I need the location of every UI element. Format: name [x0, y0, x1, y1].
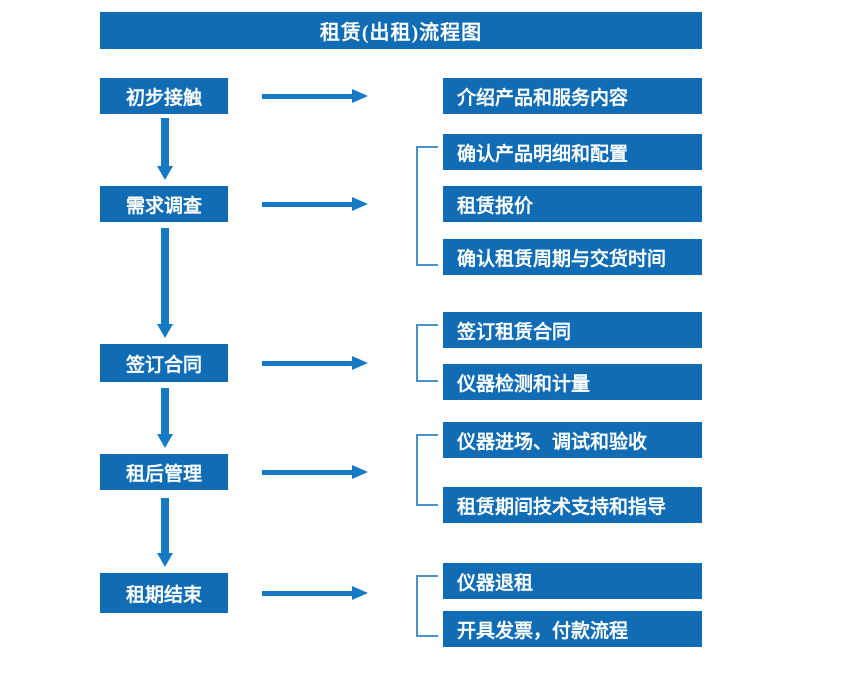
- detail-box-1-1[interactable]: 介绍产品和服务内容: [443, 78, 702, 114]
- down-arrow-icon-3: [157, 388, 173, 448]
- detail-box-5-1[interactable]: 仪器退租: [443, 563, 702, 599]
- stage-box-lease-end[interactable]: 租期结束: [100, 573, 228, 613]
- arrow-shaft: [262, 361, 354, 366]
- detail-box-4-2[interactable]: 租赁期间技术支持和指导: [443, 487, 702, 523]
- arrow-shaft: [161, 118, 169, 166]
- stage-box-sign-contract[interactable]: 签订合同: [100, 344, 228, 382]
- down-arrow-icon-1: [157, 118, 173, 180]
- arrow-head: [157, 434, 173, 448]
- arrow-head: [352, 89, 368, 103]
- group-bracket-4: [416, 434, 438, 506]
- right-arrow-icon-3: [262, 356, 368, 370]
- group-bracket-3: [416, 324, 438, 382]
- arrow-shaft: [161, 498, 169, 553]
- right-arrow-icon-1: [262, 89, 368, 103]
- page-title: 租赁(出租)流程图: [100, 12, 702, 49]
- right-arrow-icon-5: [262, 586, 368, 600]
- stage-box-post-rental-management[interactable]: 租后管理: [100, 454, 228, 490]
- right-arrow-icon-4: [262, 465, 368, 479]
- detail-box-5-2[interactable]: 开具发票，付款流程: [443, 611, 702, 647]
- arrow-head: [352, 356, 368, 370]
- detail-box-3-2[interactable]: 仪器检测和计量: [443, 364, 702, 400]
- arrow-shaft: [161, 388, 169, 434]
- arrow-head: [352, 465, 368, 479]
- arrow-shaft: [161, 228, 169, 324]
- arrow-shaft: [262, 94, 354, 99]
- down-arrow-icon-2: [157, 228, 173, 338]
- arrow-shaft: [262, 591, 354, 596]
- arrow-head: [157, 324, 173, 338]
- stage-box-initial-contact[interactable]: 初步接触: [100, 78, 228, 114]
- detail-box-4-1[interactable]: 仪器进场、调试和验收: [443, 422, 702, 458]
- group-bracket-5: [416, 575, 438, 637]
- detail-box-3-1[interactable]: 签订租赁合同: [443, 312, 702, 348]
- group-bracket-2: [416, 146, 438, 266]
- stage-box-demand-survey[interactable]: 需求调查: [100, 186, 228, 222]
- right-arrow-icon-2: [262, 197, 368, 211]
- detail-box-2-2[interactable]: 租赁报价: [443, 186, 702, 222]
- arrow-shaft: [262, 202, 354, 207]
- arrow-head: [157, 553, 173, 567]
- arrow-head: [352, 197, 368, 211]
- down-arrow-icon-4: [157, 498, 173, 567]
- arrow-head: [352, 586, 368, 600]
- detail-box-2-3[interactable]: 确认租赁周期与交货时间: [443, 239, 702, 275]
- arrow-head: [157, 166, 173, 180]
- arrow-shaft: [262, 470, 354, 475]
- detail-box-2-1[interactable]: 确认产品明细和配置: [443, 134, 702, 170]
